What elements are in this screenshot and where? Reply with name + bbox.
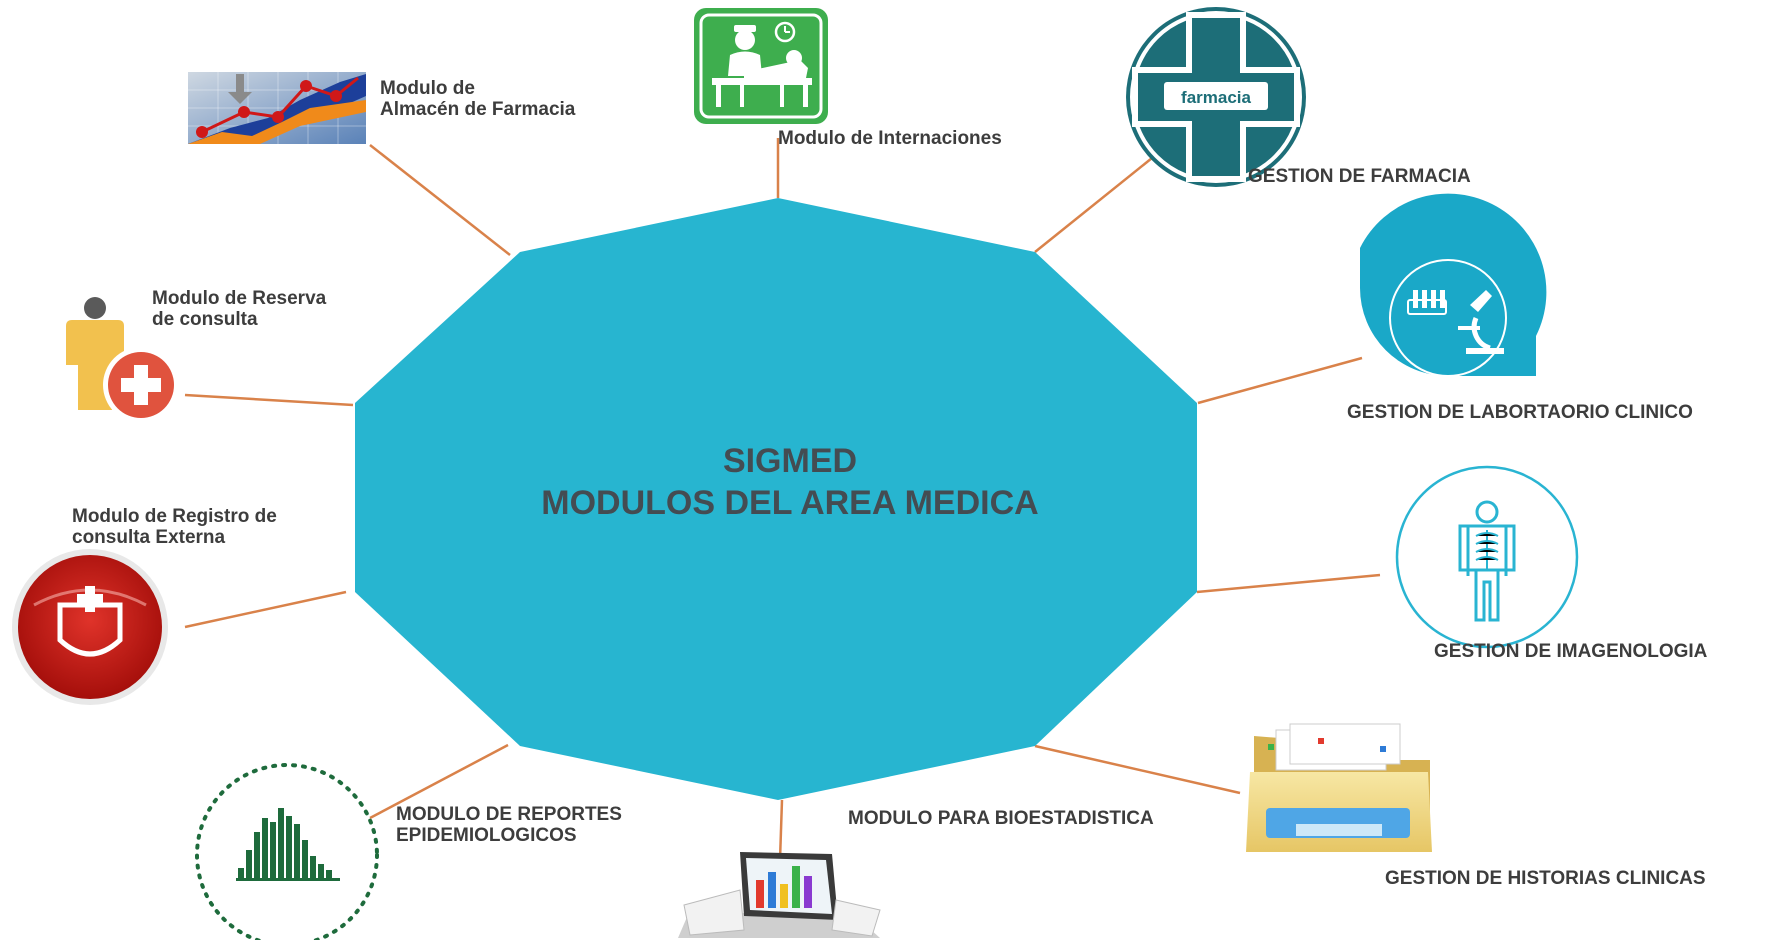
histogram-icon [195,763,379,940]
connector-registro [184,590,347,629]
connector-farmacia [1034,149,1163,253]
label-reserva-line2: de consulta [152,309,258,330]
farmacia-icon-text: farmacia [1181,88,1251,107]
label-reportes-line1: MODULO DE REPORTES [396,804,622,825]
center-title-line2: MODULOS DEL AREA MEDICA [541,484,1039,522]
label-reportes: MODULO DE REPORTES EPIDEMIOLOGICOS [396,804,622,846]
connector-historias [1034,744,1241,795]
folder-icon [1246,723,1432,852]
label-laboratorio: GESTION DE LABORTAORIO CLINICO [1347,402,1693,423]
label-bioestadistica: MODULO PARA BIOESTADISTICA [848,808,1154,829]
label-imagenologia: GESTION DE IMAGENOLOGIA [1434,641,1708,662]
patient-cross-icon [66,297,179,423]
label-registro-line1: Modulo de Registro de [72,506,277,527]
label-gestion-farmacia: GESTION DE FARMACIA [1248,166,1471,187]
connector-imagenologia [1196,573,1381,594]
connector-laboratorio [1197,356,1363,405]
label-internaciones: Modulo de Internaciones [778,128,1002,149]
label-reserva: Modulo de Reserva de consulta [152,288,326,330]
label-almacen-line1: Modulo de [380,78,475,99]
microscope-icon [1360,193,1547,377]
label-almacen-line2: Almacén de Farmacia [380,99,576,120]
label-reserva-line1: Modulo de Reserva [152,288,327,309]
central-decagon [355,198,1197,800]
hospital-bed-icon [694,8,828,124]
label-historias: GESTION DE HISTORIAS CLINICAS [1385,868,1706,889]
label-registro-line2: consulta Externa [72,527,226,548]
trend-chart-icon [188,72,366,144]
connector-reserva [184,393,354,407]
nurse-cap-icon [12,549,168,705]
xray-icon [1395,465,1579,649]
farmacia-icon: farmacia [1126,7,1306,187]
label-almacen: Modulo de Almacén de Farmacia [380,78,575,120]
connector-bioestadistica [778,799,784,861]
connector-reportes [369,743,509,820]
label-registro: Modulo de Registro de consulta Externa [72,506,277,548]
laptop-chart-icon [678,852,881,938]
connector-lines [184,138,1381,861]
center-title-line1: SIGMED [722,442,858,480]
connector-almacen [369,144,511,256]
center-title: SIGMED MODULOS DEL AREA MEDICA [360,440,1220,524]
label-reportes-line2: EPIDEMIOLOGICOS [396,825,577,846]
